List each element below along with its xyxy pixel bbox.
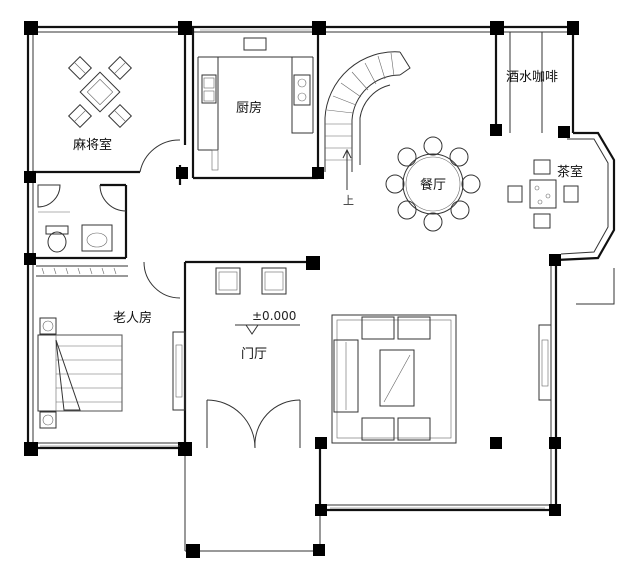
foyer-armchairs <box>215 267 287 295</box>
bathroom-door-swing <box>99 184 127 212</box>
room-label-mahjong: 麻将室 <box>73 137 112 153</box>
bed <box>37 317 123 429</box>
room-label-bar-coffee: 酒水咖啡 <box>506 70 558 85</box>
entrance-double-door <box>206 399 301 449</box>
mahjong-chair <box>67 55 93 81</box>
walls <box>26 25 575 512</box>
columns <box>24 21 579 558</box>
mahjong-chair <box>107 55 133 81</box>
mahjong-chair <box>107 103 133 129</box>
living-room-sofa-set <box>331 314 457 444</box>
tea-chairs <box>507 159 579 229</box>
room-label-kitchen: 厨房 <box>236 100 262 116</box>
wardrobe <box>36 265 128 277</box>
dining-chairs <box>385 136 481 232</box>
spiral-staircase <box>324 51 411 190</box>
bathroom-fixtures <box>37 184 113 253</box>
room-label-foyer: 门厅 <box>241 347 267 362</box>
tea-table <box>529 179 557 209</box>
elevation-label: ±0.000 <box>252 309 296 323</box>
room-label-tea: 茶室 <box>557 164 583 180</box>
dining-table <box>402 153 464 215</box>
mahjong-table <box>67 55 133 129</box>
room-label-dining: 餐厅 <box>420 177 446 193</box>
elder-room-tv-cabinet <box>172 331 186 411</box>
entrance-porch <box>184 448 321 552</box>
kitchen-counter <box>197 37 314 171</box>
elevation-marker <box>235 324 300 335</box>
stair-up-label: 上 <box>343 194 354 207</box>
mahjong-door-swing <box>139 139 181 173</box>
tea-room-bay-window <box>555 131 616 262</box>
section-marker <box>576 268 615 305</box>
mahjong-chair <box>67 103 93 129</box>
elder-room-door-swing <box>143 261 181 299</box>
room-label-elder-bedroom: 老人房 <box>113 310 152 326</box>
living-room-tv-cabinet <box>538 324 552 401</box>
bottom-windows <box>40 445 545 509</box>
